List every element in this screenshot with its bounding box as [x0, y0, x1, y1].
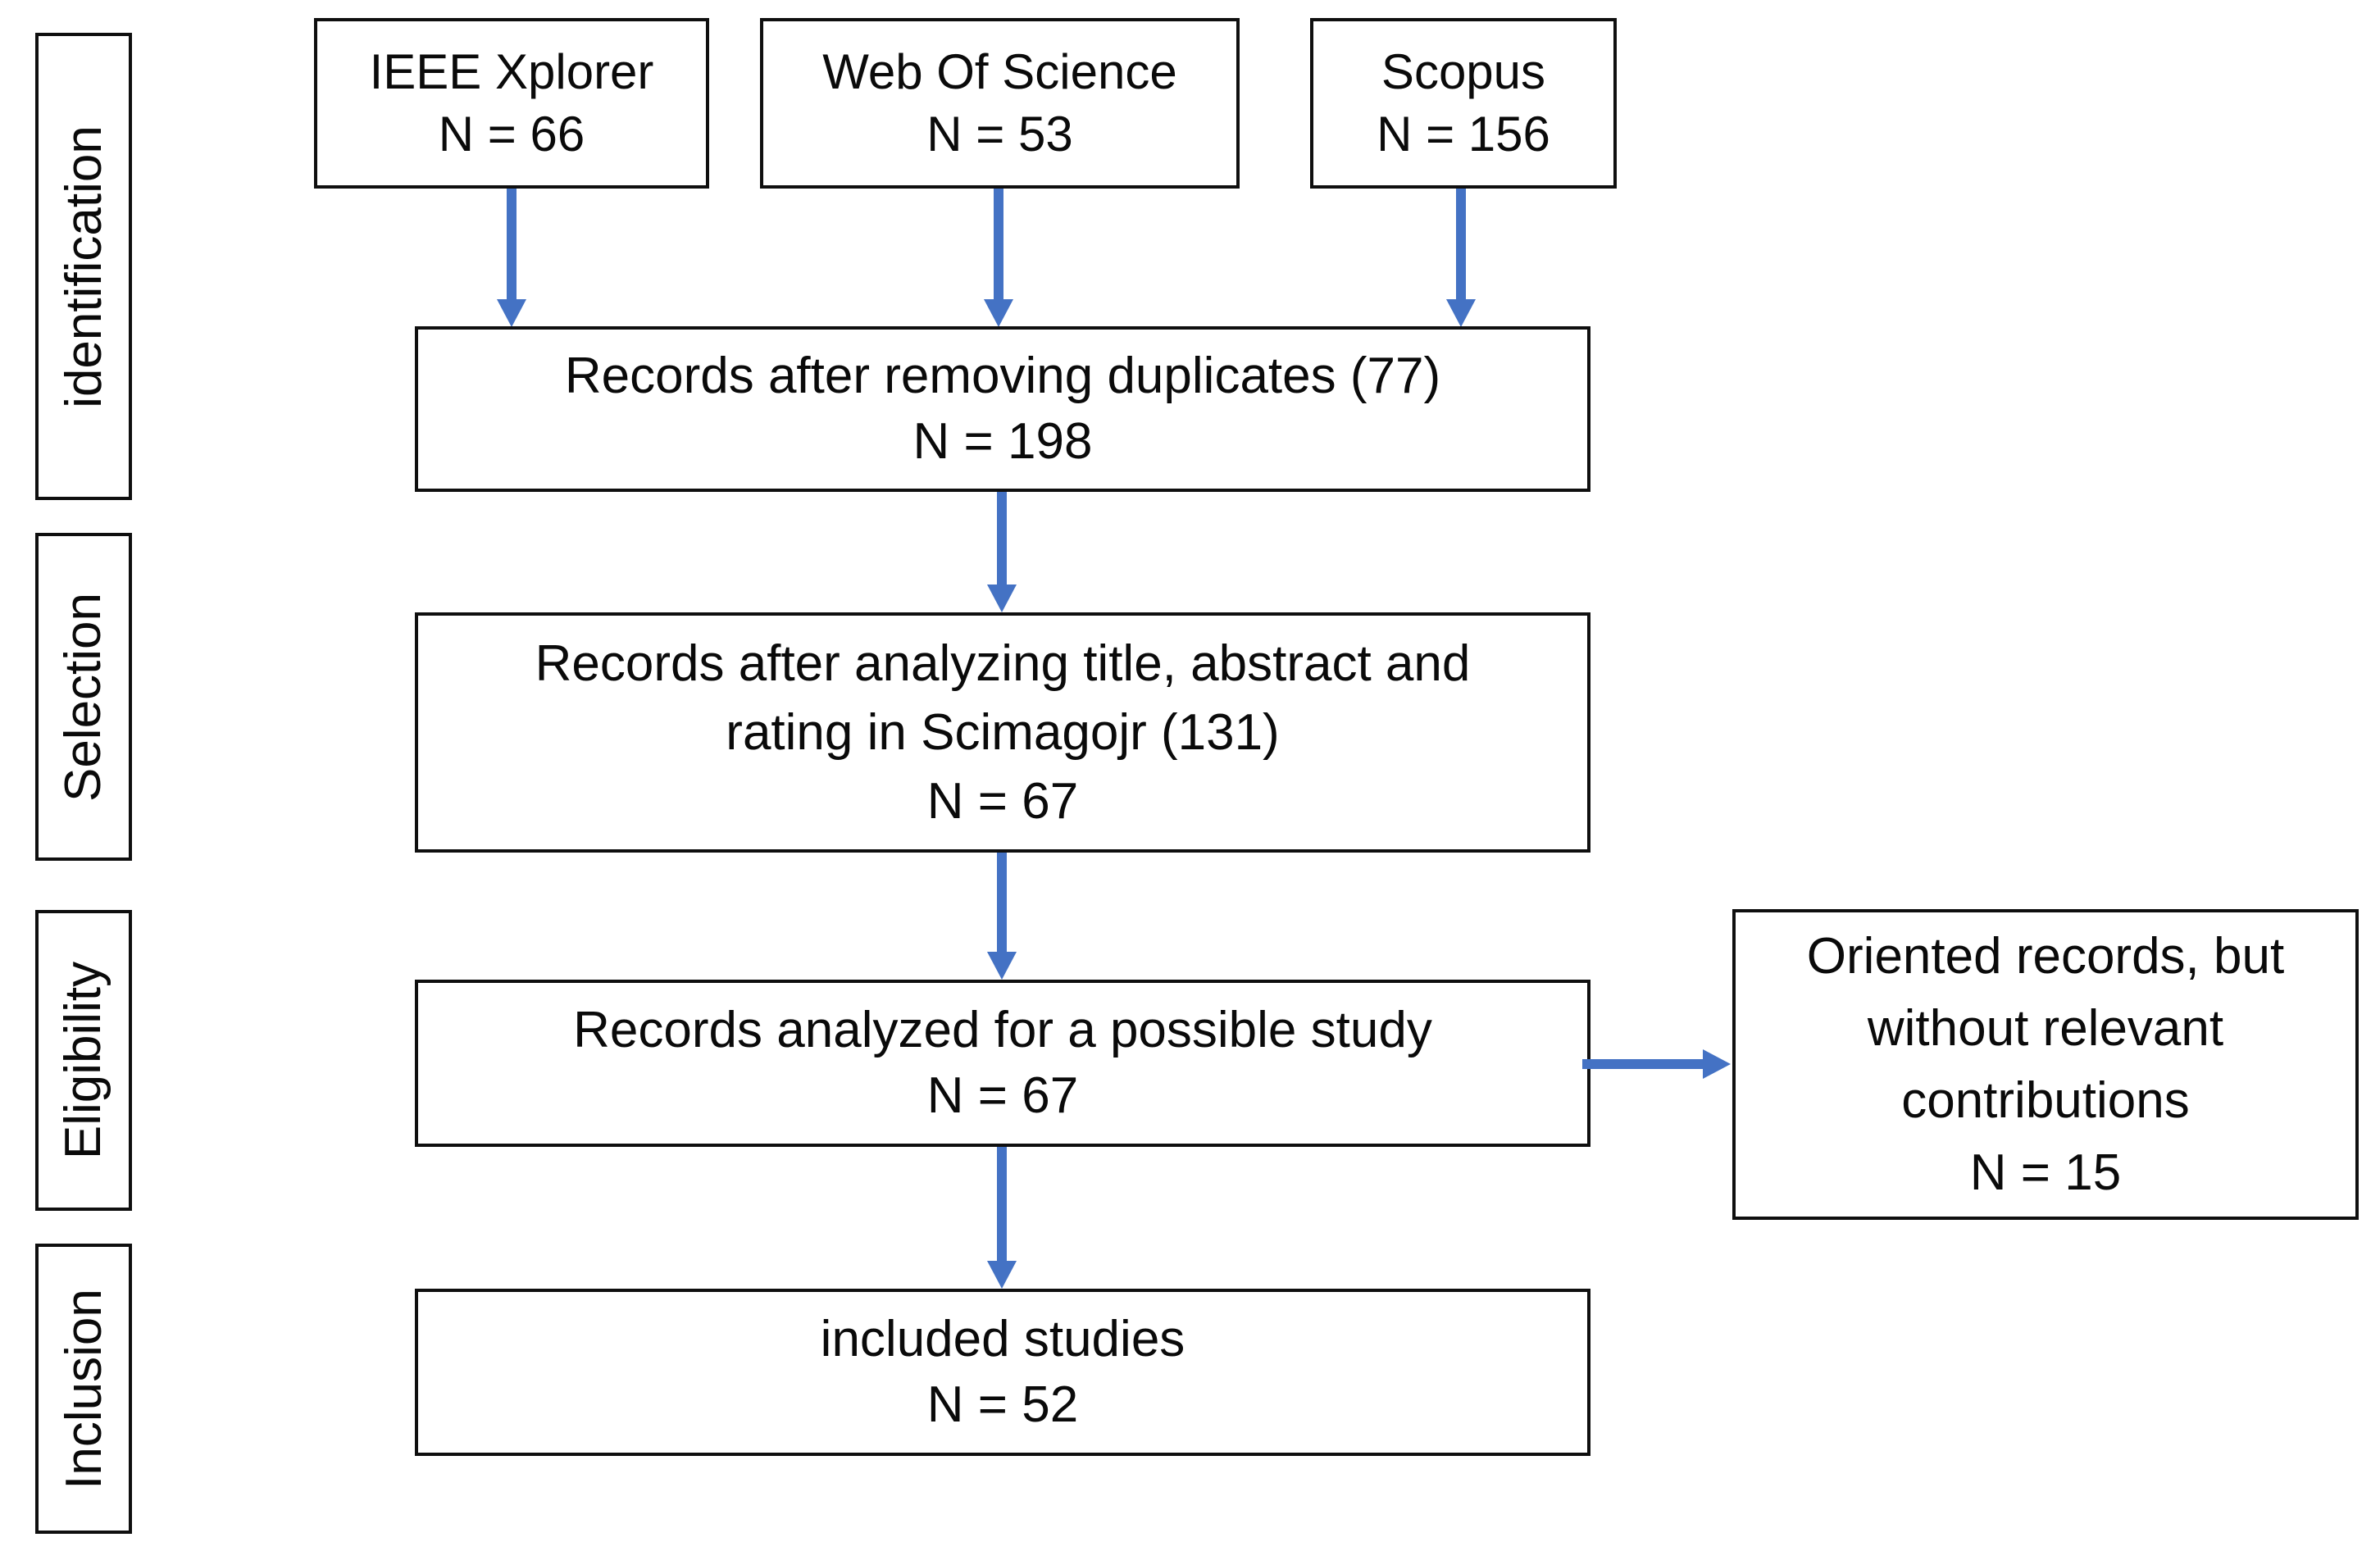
step-count: N = 198 — [912, 413, 1093, 470]
step-count: N = 67 — [926, 1067, 1079, 1124]
source-count: N = 156 — [1377, 107, 1550, 161]
arrow-eligibility-to-included — [997, 1147, 1007, 1261]
step-text: without relevant — [1867, 999, 2224, 1057]
stage-label-eligibility: Eligibility — [55, 961, 112, 1160]
step-text: Oriented records, but — [1806, 927, 2285, 985]
stage-box-identification: identification — [35, 33, 132, 500]
step-count: N = 67 — [926, 772, 1079, 830]
stage-box-selection: Selection — [35, 533, 132, 861]
source-box-scopus: Scopus N = 156 — [1310, 18, 1617, 189]
step-box-screening: Records after analyzing title, abstract … — [415, 612, 1590, 853]
stage-label-selection: Selection — [55, 592, 112, 802]
arrow-screening-to-eligibility — [997, 853, 1007, 952]
arrow-eligibility-to-excluded — [1582, 1059, 1703, 1069]
arrow-wos-to-duplicates — [994, 189, 1003, 299]
source-count: N = 53 — [926, 107, 1073, 161]
stage-label-inclusion: Inclusion — [55, 1288, 112, 1490]
step-box-duplicates: Records after removing duplicates (77) N… — [415, 326, 1590, 492]
step-text: Records after analyzing title, abstract … — [535, 635, 1471, 692]
step-box-included: included studies N = 52 — [415, 1289, 1590, 1456]
step-text: included studies — [820, 1311, 1185, 1367]
source-name: Web Of Science — [822, 44, 1177, 99]
source-box-ieee-xplorer: IEEE Xplorer N = 66 — [314, 18, 709, 189]
arrow-duplicates-to-screening — [997, 492, 1007, 585]
step-text: Records after removing duplicates (77) — [564, 348, 1441, 404]
step-count: N = 52 — [926, 1376, 1079, 1433]
step-count: N = 15 — [1969, 1144, 2122, 1201]
source-name: Scopus — [1381, 44, 1546, 99]
step-box-excluded: Oriented records, but without relevant c… — [1732, 909, 2359, 1220]
step-text: rating in Scimagojr (131) — [726, 703, 1280, 761]
source-name: IEEE Xplorer — [369, 44, 654, 99]
stage-box-eligibility: Eligibility — [35, 910, 132, 1211]
arrow-scopus-to-duplicates — [1456, 189, 1466, 299]
stage-label-identification: identification — [55, 125, 112, 408]
step-text: contributions — [1901, 1071, 2190, 1129]
step-text: Records analyzed for a possible study — [573, 1002, 1432, 1058]
source-count: N = 66 — [438, 107, 585, 161]
source-box-web-of-science: Web Of Science N = 53 — [760, 18, 1240, 189]
stage-box-inclusion: Inclusion — [35, 1244, 132, 1534]
arrow-ieee-to-duplicates — [507, 189, 517, 299]
step-box-eligibility: Records analyzed for a possible study N … — [415, 980, 1590, 1147]
